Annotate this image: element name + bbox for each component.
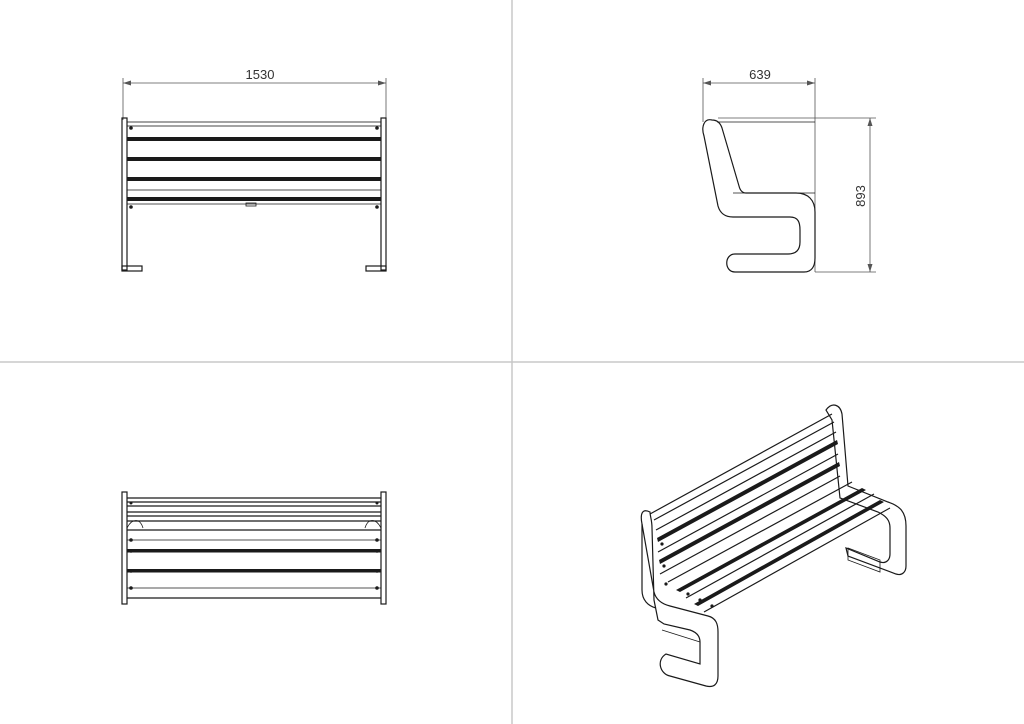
iso-right-frame: [825, 404, 907, 576]
top-view: [121, 491, 387, 605]
front-width-label: 1530: [246, 67, 275, 82]
side-frame-profile: [702, 119, 816, 273]
top-backrest: [127, 497, 381, 531]
side-height-dimension: 893: [718, 117, 876, 273]
top-left-frame: [121, 491, 128, 605]
iso-bolts: [660, 542, 714, 608]
top-right-frame: [380, 491, 387, 605]
iso-seat-slats: [667, 481, 891, 613]
front-view: 1530: [121, 67, 387, 272]
front-width-dimension: 1530: [122, 67, 387, 120]
iso-view: [640, 404, 907, 688]
top-seat-slats: [127, 539, 381, 599]
side-height-label: 893: [853, 185, 868, 207]
side-view: 639 893: [702, 67, 876, 273]
front-right-leg: [365, 117, 387, 272]
top-right-bracket: [364, 520, 382, 529]
top-left-bracket: [126, 520, 144, 529]
iso-backrest-slats: [649, 413, 841, 575]
iso-left-frame: [640, 510, 719, 688]
side-depth-dimension: 639: [702, 67, 816, 272]
front-backrest-slats: [126, 121, 382, 205]
front-left-leg: [121, 117, 143, 272]
front-bolts: [129, 126, 379, 209]
side-depth-label: 639: [749, 67, 771, 82]
top-bolts: [129, 501, 379, 590]
